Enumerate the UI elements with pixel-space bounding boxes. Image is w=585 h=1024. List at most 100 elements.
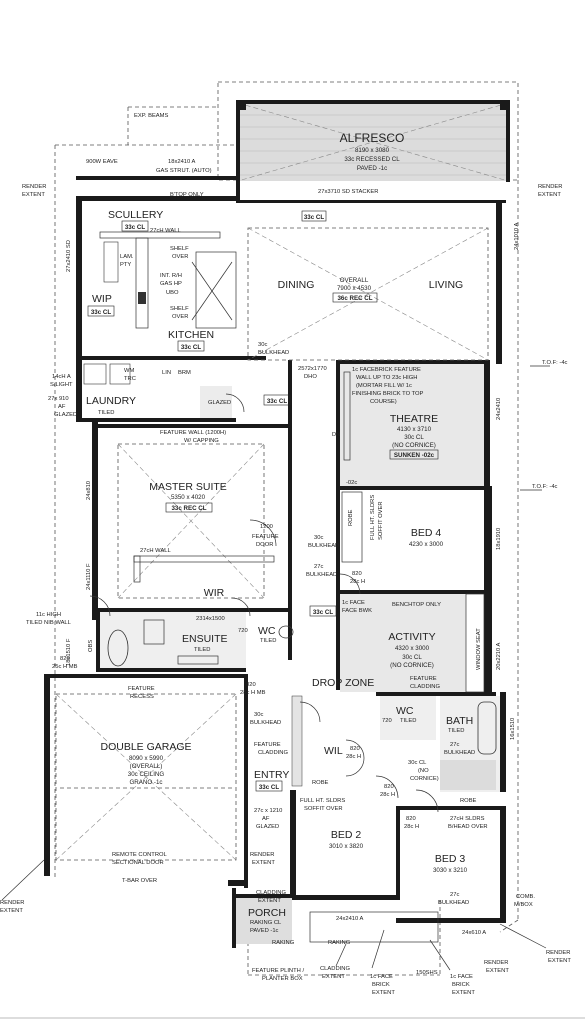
bed2-dims: 3010 x 3820 (329, 843, 364, 850)
remote-note: REMOTE CONTROL (112, 852, 168, 858)
dim-24x1010: 24x1010 A (514, 222, 520, 250)
activity-ceiling: 30c CL (402, 654, 422, 661)
glazed-label-2: GLAZED (256, 824, 279, 830)
glazed-label-3: GLAZED (54, 412, 77, 418)
cladding-extent-1: CLADDING (256, 890, 286, 896)
dining-name: DINING (278, 279, 315, 291)
glazed-label-1: GLAZED (208, 400, 231, 406)
btop-only-note: B'TOP ONLY (170, 192, 204, 198)
feature-plinth-1: FEATURE PLINTH / (252, 968, 304, 974)
fb-feature-2: WALL UP TO 23c HIGH (356, 375, 417, 381)
shelf-over-1: SHELF (170, 246, 189, 252)
ensuite-floor: TILED (194, 647, 210, 653)
c2c-label: -02c (346, 480, 357, 486)
feature-plinth-2: PLANTER BOX (262, 976, 303, 982)
fb-feature-3: (MORTAR FILL W/ 1c (356, 383, 412, 389)
theatre-cornice: (NO CORNICE) (392, 442, 436, 449)
dim-820-3: 820 (246, 682, 256, 688)
bath-floor: TILED (448, 728, 464, 734)
dim-1200: 1200 (260, 524, 273, 530)
face-brick-2: BRICK (372, 982, 390, 988)
wc1-name: WC (258, 625, 276, 637)
cladding-ext-b-1: CLADDING (320, 966, 350, 972)
no-label: (NO (418, 768, 429, 774)
render-bottom-1: RENDER (484, 960, 508, 966)
activity-dims: 4320 x 3000 (395, 645, 430, 652)
soffit-over-1: SOFFIT OVER (304, 806, 343, 812)
render-bottom-2: RENDER (546, 950, 570, 956)
bulkhead-27: 27c (314, 564, 323, 570)
theatre-tag: SUNKEN -02c (394, 452, 435, 459)
benchtop-note: BENCHTOP ONLY (392, 602, 441, 608)
garage-overall: (OVERALL) (130, 763, 163, 770)
feature-recess-2: RECESS (130, 694, 154, 700)
bed3-name: BED 3 (435, 853, 466, 865)
face-brick-5: BRICK (452, 982, 470, 988)
overall-tag: 36c REC CL (337, 295, 372, 302)
extent-left-2: EXTENT (0, 908, 23, 914)
window-seat-label: WINDOW SEAT (476, 628, 482, 670)
trc-label: TRC (124, 376, 136, 382)
master-tag: 33c REC CL (171, 505, 206, 512)
raking-1: RAKING (272, 940, 295, 946)
over-1: OVER (172, 254, 188, 260)
fb-feature-1: 1c FACEBRICK FEATURE (352, 367, 421, 373)
cladding-extent-2: EXTENT (258, 898, 281, 904)
master-dims: 5350 x 4020 (171, 494, 206, 501)
tbar-note: T-BAR OVER (122, 878, 157, 884)
bed4-dims: 4230 x 3000 (409, 541, 444, 548)
scullery-name: SCULLERY (108, 209, 163, 221)
dhd-dim: 2572x1770 (298, 366, 327, 372)
entry-tag: 33c CL (259, 784, 280, 791)
wir-ch27: 27cH WALL (140, 548, 171, 554)
ch28-3: 28c H (346, 754, 361, 760)
dim-24x610: 24x610 A (462, 930, 486, 936)
kitchen-name: KITCHEN (168, 329, 214, 341)
gas-strut-dim: 18x2410 A (168, 159, 196, 165)
ubo-note: UBO (166, 290, 179, 296)
dim-820-6: 820 (406, 816, 416, 822)
sectional-note: SECTIONAL DOOR (112, 860, 164, 866)
bulkhead-27-3: 27c (450, 892, 459, 898)
dim-16x1510: 16x1510 (510, 718, 516, 740)
dim-720-1: 720 (238, 628, 248, 634)
living-name: LIVING (429, 279, 463, 291)
dim-820-2: 820 (60, 656, 70, 662)
nib-wall-1: 11c HIGH (36, 612, 61, 618)
cl30-no: 30c CL (408, 760, 427, 766)
bulkhead-30-label: 30c (258, 342, 267, 348)
extent-bottom-1: EXTENT (486, 968, 509, 974)
scullery-tag: 33c CL (125, 224, 146, 231)
face-brick-1: 1c FACE (370, 974, 393, 980)
render-left-2: RENDER (0, 900, 24, 906)
obs-label: OBS (88, 640, 94, 652)
feature-cladding-1: FEATURE (410, 676, 437, 682)
bulkhead-label-1: BULKHEAD (258, 350, 289, 356)
internal-details (55, 227, 500, 944)
bulkhead-27-2: 27c (450, 742, 459, 748)
bulkhead-2: BULKHEAD (308, 543, 339, 549)
fb-feature-4: FINISHING BRICK TO TOP (352, 391, 424, 397)
feature-recess-1: FEATURE (128, 686, 155, 692)
master-name: MASTER SUITE (149, 481, 227, 493)
over-2: OVER (172, 314, 188, 320)
dining-ceiling-tag: 33c CL (304, 214, 325, 221)
extent-bottom-2: EXTENT (548, 958, 571, 964)
alfresco-dims: 8190 x 3080 (355, 147, 390, 154)
cornice-label: CORNICE) (410, 776, 439, 782)
dn-label: DN (332, 432, 340, 438)
bulkhead-3: BULKHEAD (306, 572, 337, 578)
outer-walls (44, 176, 506, 948)
capping-note: W/ CAPPING (184, 438, 219, 444)
feature-cladding-2: CLADDING (410, 684, 440, 690)
sldrs27: 27cH SLDRS (450, 816, 485, 822)
dho-label: DHO (304, 374, 317, 380)
extent-left-1: EXTENT (22, 192, 45, 198)
ch28-5: 28c H (404, 824, 419, 830)
door-swings (89, 393, 439, 813)
dim-slight: S/LIGHT (50, 382, 73, 388)
hall-tag: 33c CL (313, 609, 334, 616)
face-brick-4: 1c FACE (450, 974, 473, 980)
full-ht-2: FULL HT. SLDRS (370, 495, 376, 540)
dim-af-2: AF (58, 404, 66, 410)
